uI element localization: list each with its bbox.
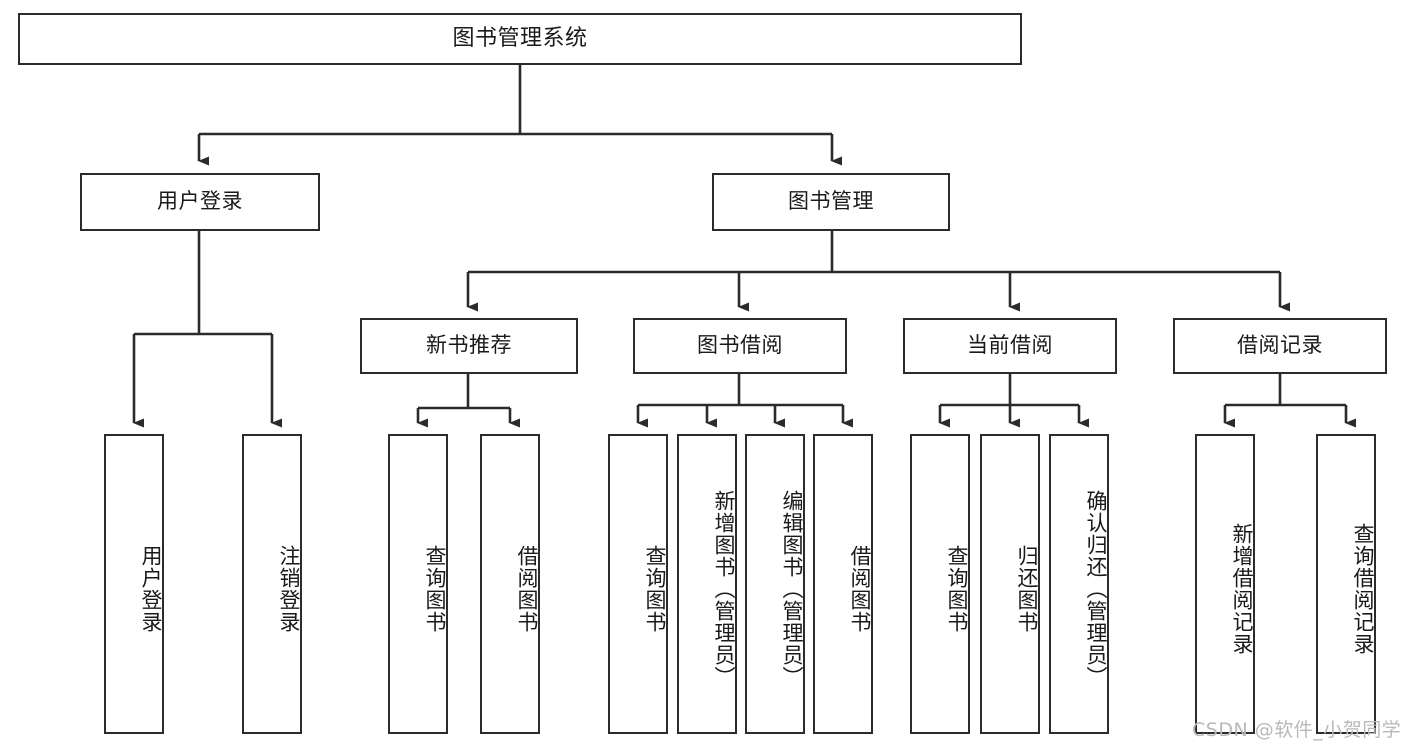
- node-label: 确认归还（管理员）: [1084, 490, 1108, 688]
- node-leaf-borrow-book-1[interactable]: 借阅图书: [480, 434, 540, 734]
- node-label: 借阅记录: [1237, 333, 1323, 358]
- node-leaf-confirm-return[interactable]: 确认归还（管理员）: [1049, 434, 1109, 734]
- node-label: 用户登录: [157, 189, 243, 214]
- node-new-book-recommend[interactable]: 新书推荐: [360, 318, 578, 374]
- node-label: 借阅图书: [848, 545, 872, 633]
- node-leaf-query-book-2[interactable]: 查询图书: [608, 434, 668, 734]
- node-label: 当前借阅: [967, 333, 1053, 358]
- node-borrow-record[interactable]: 借阅记录: [1173, 318, 1387, 374]
- node-leaf-edit-book[interactable]: 编辑图书（管理员）: [745, 434, 805, 734]
- node-leaf-borrow-book-2[interactable]: 借阅图书: [813, 434, 873, 734]
- node-label: 归还图书: [1015, 545, 1039, 633]
- node-book-borrow[interactable]: 图书借阅: [633, 318, 847, 374]
- node-leaf-return-book[interactable]: 归还图书: [980, 434, 1040, 734]
- node-leaf-add-book[interactable]: 新增图书（管理员）: [677, 434, 737, 734]
- node-leaf-query-record[interactable]: 查询借阅记录: [1316, 434, 1376, 734]
- node-label: 用户登录: [139, 545, 163, 633]
- node-label: 查询图书: [945, 545, 969, 633]
- node-label: 查询图书: [643, 545, 667, 633]
- node-label: 新书推荐: [426, 333, 512, 358]
- node-book-manage[interactable]: 图书管理: [712, 173, 950, 231]
- node-leaf-add-record[interactable]: 新增借阅记录: [1195, 434, 1255, 734]
- node-label: 新增借阅记录: [1230, 523, 1254, 655]
- node-label: 查询图书: [423, 545, 447, 633]
- node-label: 编辑图书（管理员）: [780, 490, 804, 688]
- node-label: 图书借阅: [697, 333, 783, 358]
- node-label: 借阅图书: [515, 545, 539, 633]
- node-current-borrow[interactable]: 当前借阅: [903, 318, 1117, 374]
- node-leaf-user-logout[interactable]: 注销登录: [242, 434, 302, 734]
- node-label: 新增图书（管理员）: [712, 490, 736, 688]
- node-leaf-user-login[interactable]: 用户登录: [104, 434, 164, 734]
- node-user-login[interactable]: 用户登录: [80, 173, 320, 231]
- node-label: 图书管理: [788, 189, 874, 214]
- csdn-watermark: CSDN @软件_小贺同学: [1192, 719, 1402, 741]
- node-leaf-query-book-3[interactable]: 查询图书: [910, 434, 970, 734]
- node-label: 注销登录: [277, 545, 301, 633]
- node-leaf-query-book-1[interactable]: 查询图书: [388, 434, 448, 734]
- node-root-book-management-system[interactable]: 图书管理系统: [18, 13, 1022, 65]
- node-label: 查询借阅记录: [1351, 523, 1375, 655]
- node-label: 图书管理系统: [452, 25, 588, 51]
